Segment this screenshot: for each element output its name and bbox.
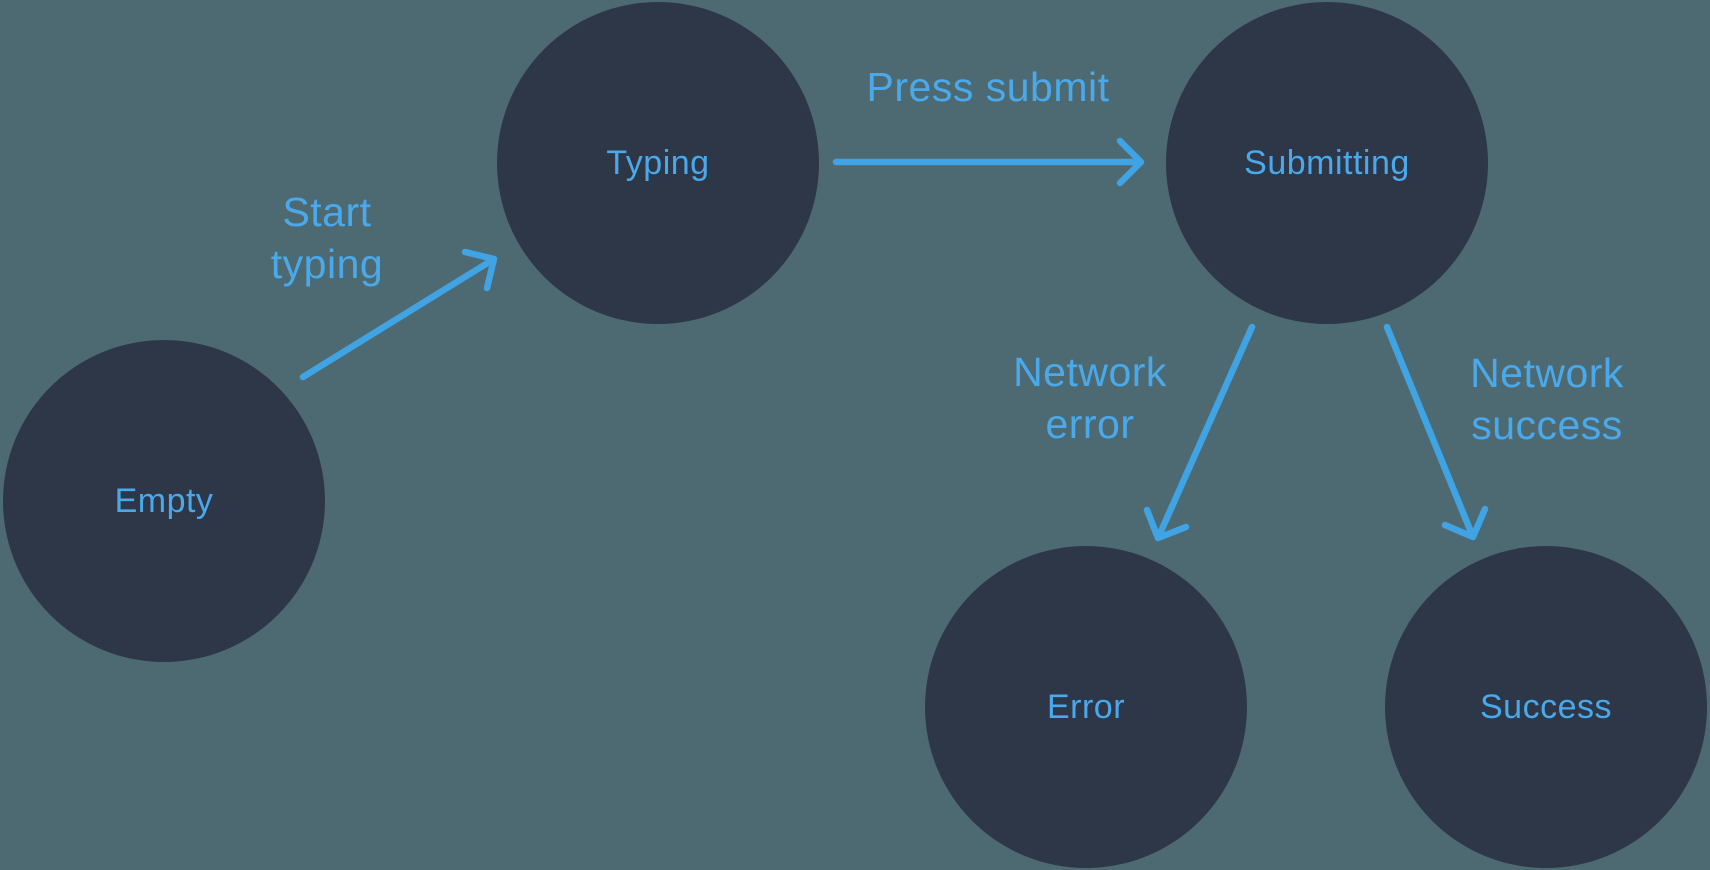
edge-label-network-error: Network error (1013, 346, 1167, 450)
state-label-submitting: Submitting (1244, 143, 1410, 182)
edge-label-network-success: Network success (1470, 347, 1624, 451)
edge-arrow-press-submit (832, 137, 1145, 187)
edge-label-start-typing-line2: typing (270, 241, 384, 287)
state-label-error: Error (1046, 687, 1126, 726)
state-node-error: Error (925, 546, 1247, 868)
edge-label-network-error-line2: error (1045, 401, 1135, 447)
state-label-typing: Typing (606, 143, 710, 182)
edge-label-start-typing-line1: Start (282, 189, 372, 235)
edge-label-press-submit-line1: Press submit (866, 64, 1110, 110)
state-node-success: Success (1385, 546, 1707, 868)
edge-label-start-typing: Start typing (271, 186, 383, 290)
edge-arrow-network-error (1143, 323, 1256, 542)
state-node-submitting: Submitting (1166, 2, 1488, 324)
edge-label-network-success-line1: Network (1470, 350, 1624, 396)
edge-arrow-start-typing (299, 248, 498, 381)
edge-arrow-network-success (1383, 323, 1489, 541)
edge-label-press-submit: Press submit (867, 61, 1110, 113)
state-node-typing: Typing (497, 2, 819, 324)
edge-label-network-success-line2: success (1471, 402, 1623, 448)
state-node-empty: Empty (3, 340, 325, 662)
edge-label-network-error-line1: Network (1013, 349, 1167, 395)
state-label-empty: Empty (114, 481, 214, 520)
state-label-success: Success (1480, 687, 1612, 726)
